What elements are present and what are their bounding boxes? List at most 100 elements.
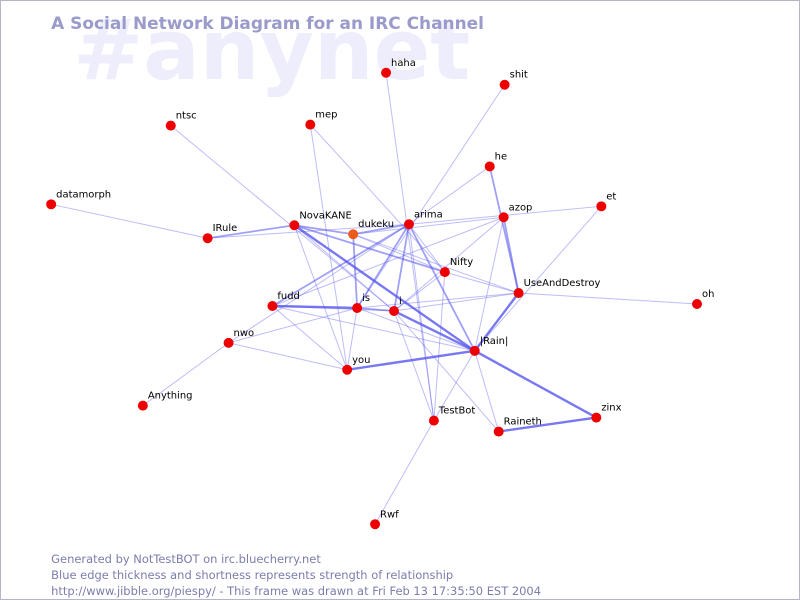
edge-useanddestroy-i	[393, 292, 520, 312]
node-dot-zinx	[591, 412, 602, 423]
node-dot-mep	[305, 119, 316, 130]
edge-azop-i	[393, 216, 505, 312]
edge-et-rain	[474, 205, 602, 352]
edge-mep-nifty	[309, 124, 446, 273]
node-label-testbot: TestBot	[438, 406, 476, 417]
node-oh: oh	[692, 289, 714, 309]
edge-azop-rain	[474, 216, 505, 352]
node-dot-haha	[381, 67, 392, 78]
edge-useanddestroy-is	[356, 292, 520, 309]
edge-azop-fudd	[271, 216, 505, 307]
edge-novakane-dukeku	[293, 224, 355, 236]
channel-watermark: #anynet	[73, 1, 470, 99]
node-label-irule: IRule	[213, 223, 238, 234]
edge-arima-nifty	[408, 223, 446, 273]
node-shit: shit	[499, 70, 528, 90]
node-dot-ntsc	[165, 120, 176, 131]
edge-arima-fudd	[271, 223, 410, 307]
edge-rain-raineth	[474, 350, 500, 433]
node-dot-rwf	[370, 519, 381, 530]
edge-arima-nwo	[228, 223, 410, 344]
edge-shit-is	[356, 84, 506, 309]
node-arima: arima	[403, 209, 443, 230]
node-dot-rain	[469, 345, 480, 356]
edge-is-i	[356, 307, 395, 312]
edge-novakane-rain	[293, 224, 476, 353]
node-label-zinx: zinx	[601, 403, 621, 414]
node-dot-irule	[202, 233, 213, 244]
node-label-haha: haha	[391, 58, 416, 69]
node-datamorph: datamorph	[46, 189, 111, 210]
node-dot-nifty	[439, 267, 450, 278]
node-label-et: et	[606, 191, 616, 202]
node-you: you	[342, 355, 370, 375]
edge-nifty-useanddestroy	[444, 271, 520, 294]
node-dot-dukeku	[348, 229, 359, 240]
node-label-ntsc: ntsc	[176, 111, 197, 122]
node-novakane: NovaKANE	[289, 210, 352, 231]
edge-arima-rain	[408, 223, 476, 352]
node-label-fudd: fudd	[277, 291, 299, 302]
node-dot-anything	[137, 400, 148, 411]
edge-fudd-you	[271, 305, 348, 371]
edge-mep-you	[309, 124, 348, 371]
node-label-dukeku: dukeku	[358, 219, 394, 230]
node-label-rain: |Rain|	[480, 336, 509, 347]
node-label-azop: azop	[509, 202, 533, 213]
node-ntsc: ntsc	[165, 111, 197, 131]
edge-azop-useanddestroy	[502, 216, 520, 294]
node-dot-oh	[692, 299, 702, 309]
node-label-you: you	[352, 355, 370, 366]
node-azop: azop	[498, 202, 533, 223]
node-mep: mep	[305, 110, 337, 130]
node-dot-fudd	[267, 300, 278, 311]
node-label-anything: Anything	[148, 391, 193, 402]
node-dukeku: dukeku	[348, 219, 394, 240]
node-label-i: i	[399, 296, 402, 307]
node-is: is	[352, 293, 370, 313]
node-anything: Anything	[137, 391, 193, 411]
node-label-is: is	[362, 293, 370, 304]
edge-nwo-anything	[142, 342, 230, 407]
edge-nifty-i	[393, 271, 446, 312]
node-label-useanddestroy: UseAndDestroy	[524, 278, 601, 289]
node-label-novakane: NovaKANE	[299, 210, 351, 221]
node-label-nifty: Nifty	[450, 257, 473, 268]
node-raineth: Raineth	[493, 417, 542, 437]
edge-ntsc-i	[170, 125, 395, 312]
node-dot-shit	[499, 79, 510, 90]
edge-i-rain	[392, 309, 476, 353]
node-dot-i	[389, 305, 400, 316]
node-fudd: fudd	[267, 291, 300, 311]
node-rwf: Rwf	[370, 509, 399, 530]
edge-rain-you	[345, 349, 476, 371]
node-dot-datamorph	[46, 199, 57, 210]
node-label-he: he	[495, 151, 507, 162]
edge-is-nwo	[228, 307, 358, 344]
edge-testbot-rwf	[374, 420, 435, 525]
node-label-shit: shit	[510, 70, 528, 81]
edge-fudd-is	[271, 304, 359, 310]
edge-arima-testbot	[408, 223, 435, 422]
edge-rain-zinx	[473, 349, 598, 419]
edge-novakane-i	[293, 224, 395, 312]
edge-irule-novakane	[206, 224, 296, 240]
edge-datamorph-irule	[50, 203, 209, 239]
node-useanddestroy: UseAndDestroy	[513, 278, 601, 299]
node-dot-novakane	[289, 220, 300, 231]
edge-i-testbot	[393, 310, 435, 422]
edge-zinx-raineth	[497, 416, 598, 433]
edge-he-arima	[408, 165, 491, 225]
diagram-title: A Social Network Diagram for an IRC Chan…	[51, 13, 484, 33]
edge-dukeku-is	[352, 233, 359, 309]
edge-arima-is	[356, 223, 410, 309]
edge-haha-testbot	[385, 72, 435, 422]
edges-layer	[50, 72, 698, 525]
node-rain: |Rain|	[469, 336, 509, 356]
edge-useanddestroy-oh	[518, 292, 698, 305]
node-testbot: TestBot	[428, 406, 476, 426]
node-label-mep: mep	[315, 110, 337, 121]
edge-novakane-you	[293, 224, 348, 371]
node-dot-is	[352, 302, 363, 313]
